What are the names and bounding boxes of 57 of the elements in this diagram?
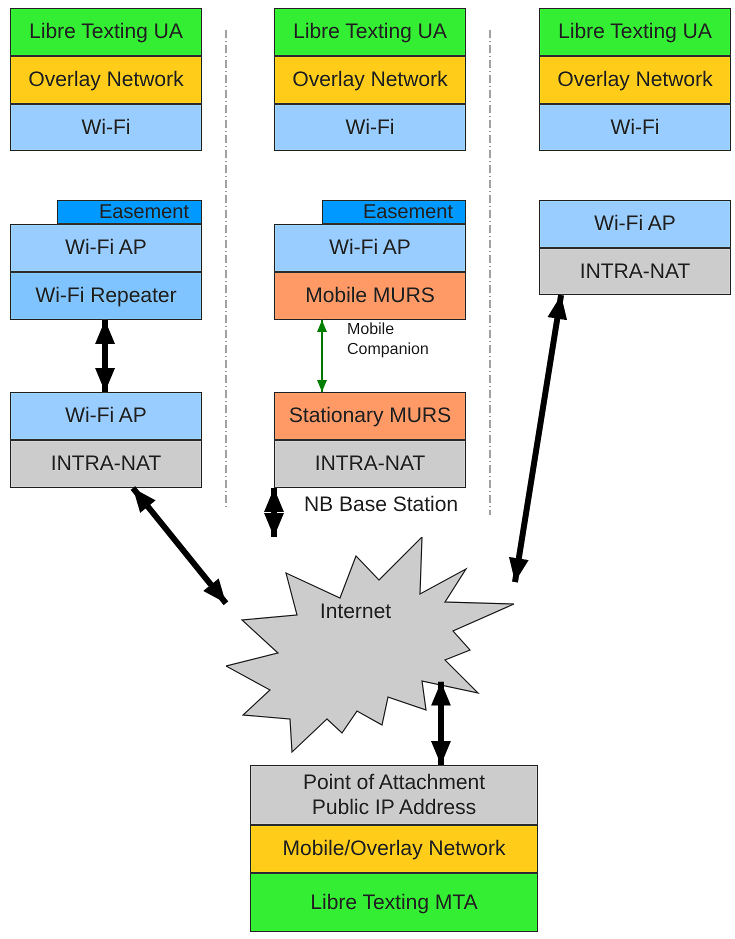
layer-label: INTRA-NAT bbox=[314, 451, 426, 477]
double-arrow bbox=[317, 320, 327, 392]
easement-tab bbox=[57, 200, 202, 224]
layer-label: Libre Texting UA bbox=[29, 19, 183, 45]
layer-label: Easement bbox=[362, 202, 453, 222]
ua-layer bbox=[274, 8, 466, 56]
station-caption: NB Base Station bbox=[304, 493, 458, 517]
murs-layer bbox=[274, 392, 466, 440]
wifi-layer bbox=[539, 104, 731, 151]
layer-label: Libre Texting UA bbox=[293, 19, 447, 45]
ua-layer bbox=[10, 8, 202, 56]
wifi-ap-layer bbox=[10, 224, 202, 272]
mta-layer bbox=[250, 873, 538, 932]
murs-layer bbox=[274, 272, 466, 320]
double-arrow bbox=[430, 682, 451, 765]
layer-label: Libre Texting UA bbox=[558, 19, 712, 45]
ua-layer bbox=[539, 8, 731, 56]
layer-label: Wi-Fi AP bbox=[329, 235, 411, 261]
double-arrow bbox=[508, 294, 568, 583]
internet-starburst bbox=[226, 537, 515, 753]
overlay-network-layer bbox=[10, 56, 202, 104]
intra-nat-layer bbox=[539, 248, 731, 295]
layer-label: Overlay Network bbox=[292, 67, 448, 93]
easement-tab bbox=[322, 200, 466, 224]
overlay-network-layer bbox=[250, 825, 538, 873]
double-arrow bbox=[264, 488, 284, 537]
double-arrow bbox=[95, 320, 116, 392]
overlay-network-layer bbox=[539, 56, 731, 104]
double-arrow bbox=[130, 486, 228, 606]
layer-label: Libre Texting MTA bbox=[310, 890, 478, 916]
wifi-ap-layer bbox=[10, 392, 202, 440]
wifi-layer bbox=[274, 104, 466, 151]
layer-label: Easement bbox=[98, 202, 189, 222]
layer-label: Wi-Fi AP bbox=[65, 403, 147, 429]
layer-label: Wi-Fi AP bbox=[65, 235, 147, 261]
layer-label: Wi-Fi Repeater bbox=[35, 283, 177, 309]
layer-label: Overlay Network bbox=[28, 67, 184, 93]
wifi-ap-layer bbox=[274, 224, 466, 272]
layer-label: INTRA-NAT bbox=[50, 451, 162, 477]
intra-nat-layer bbox=[10, 440, 202, 488]
overlay-network-layer bbox=[274, 56, 466, 104]
layer-label: Internet bbox=[320, 599, 392, 624]
layer-label: Wi-Fi bbox=[346, 114, 394, 140]
layer-label: Stationary MURS bbox=[288, 403, 452, 429]
layer-label: Point of Attachment Public IP Address bbox=[302, 770, 486, 820]
layer-label: Wi-Fi bbox=[82, 114, 130, 140]
layer-label: Wi-Fi bbox=[610, 114, 660, 140]
layer-label: INTRA-NAT bbox=[580, 258, 690, 284]
wifi-repeater-layer bbox=[10, 272, 202, 320]
attachment-layer bbox=[250, 765, 538, 825]
intra-nat-layer bbox=[274, 440, 466, 488]
layer-label: Overlay Network bbox=[557, 67, 713, 93]
wifi-layer bbox=[10, 104, 202, 151]
wifi-ap-layer bbox=[539, 200, 731, 248]
layer-label: Wi-Fi AP bbox=[594, 211, 676, 237]
layer-label: Mobile/Overlay Network bbox=[282, 836, 506, 862]
layer-label: Mobile MURS bbox=[305, 283, 435, 309]
